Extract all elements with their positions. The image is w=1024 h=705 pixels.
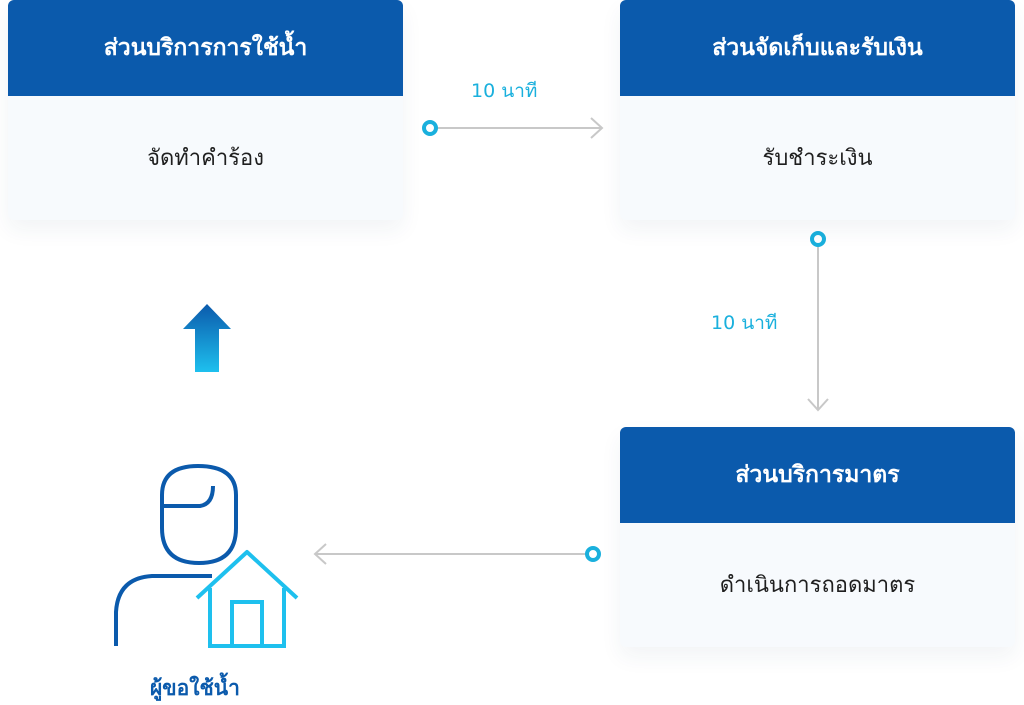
step-card-meter-service: ส่วนบริการมาตร ดำเนินการถอดมาตร [620, 427, 1015, 647]
step-title: ส่วนบริการการใช้น้ำ [8, 0, 403, 96]
connector-service-to-collection [422, 117, 604, 139]
step-action: ดำเนินการถอดมาตร [719, 573, 916, 598]
connector-collection-to-meter [807, 231, 829, 412]
duration-label: 10 นาที [711, 312, 778, 334]
step-action: รับชำระเงิน [762, 146, 873, 171]
up-arrow-icon [183, 304, 231, 372]
step-card-collection-payment: ส่วนจัดเก็บและรับเงิน รับชำระเงิน [620, 0, 1015, 220]
duration-label: 10 นาที [471, 80, 538, 102]
step-title: ส่วนจัดเก็บและรับเงิน [620, 0, 1015, 96]
step-action: จัดทำคำร้อง [147, 146, 264, 171]
user-label: ผู้ขอใช้น้ำ [150, 676, 240, 700]
connector-meter-to-user [313, 543, 601, 565]
step-card-water-service: ส่วนบริการการใช้น้ำ จัดทำคำร้อง [8, 0, 403, 220]
step-title: ส่วนบริการมาตร [620, 427, 1015, 523]
user-house-icon [114, 463, 299, 648]
